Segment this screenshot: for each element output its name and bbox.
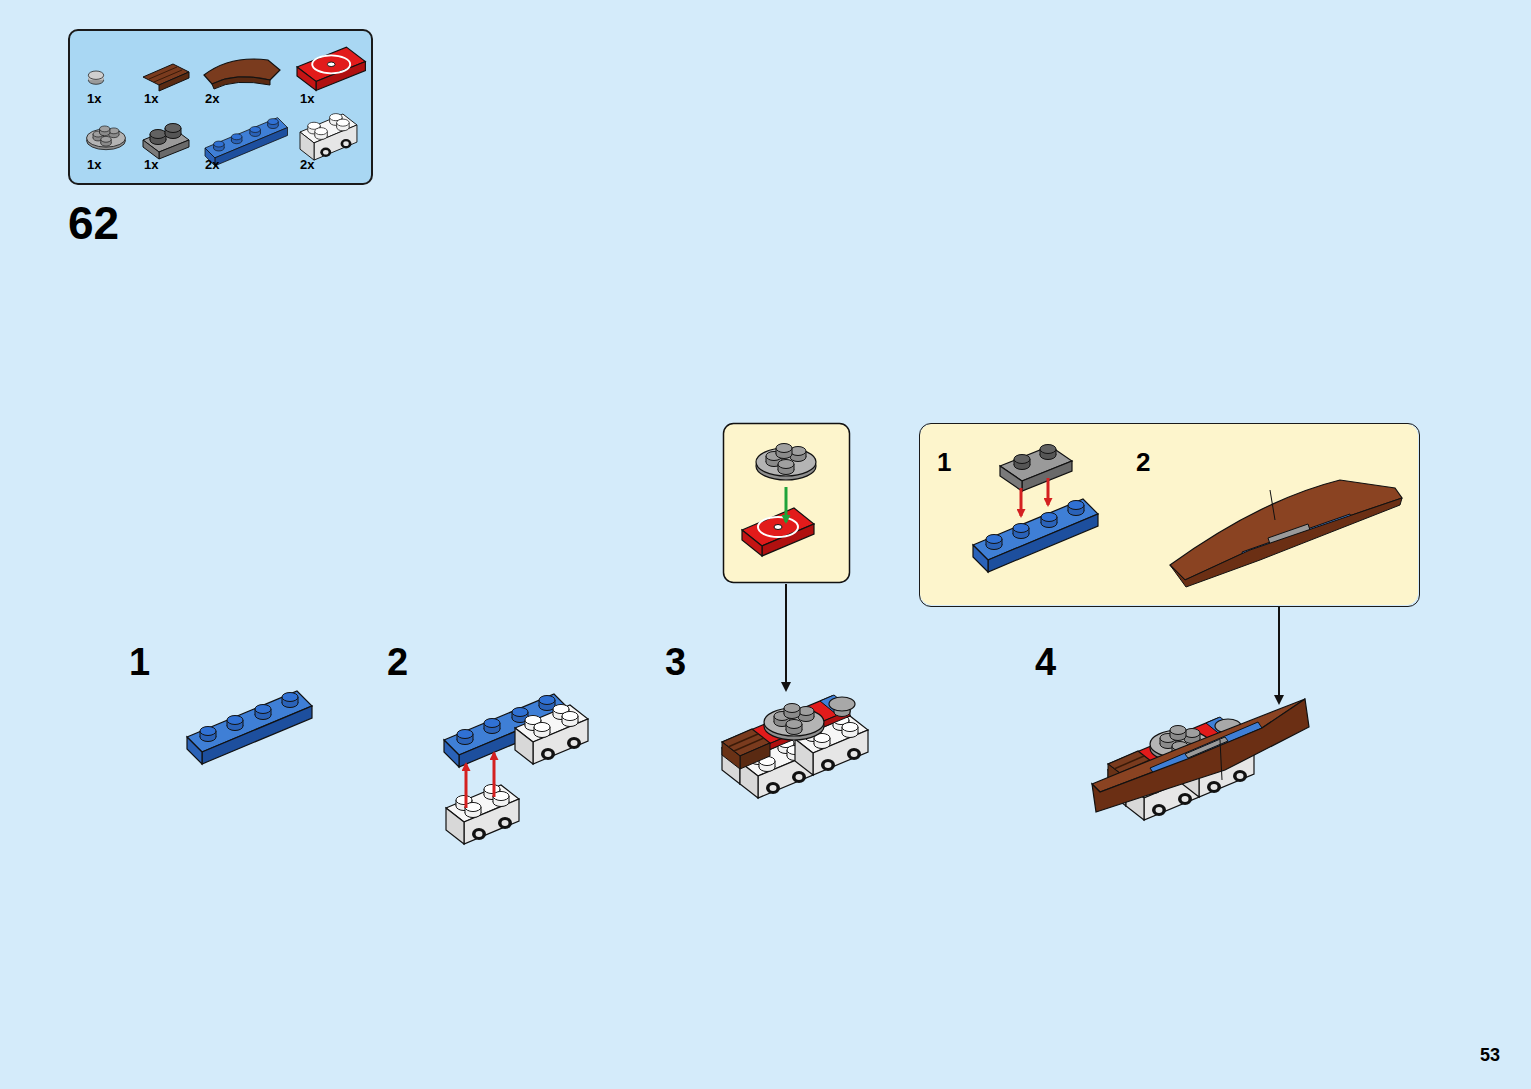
part-quantity: 1x <box>300 92 314 105</box>
substep-number: 2 <box>1136 449 1150 475</box>
substep-number: 1 <box>937 449 951 475</box>
substep-number: 1 <box>129 643 150 681</box>
part-quantity: 2x <box>205 158 219 171</box>
substep-number: 3 <box>665 643 686 681</box>
part-quantity: 1x <box>144 92 158 105</box>
page-number: 53 <box>1480 1046 1500 1064</box>
substep-number: 2 <box>387 643 408 681</box>
part-quantity: 1x <box>144 158 158 171</box>
part-quantity: 1x <box>87 158 101 171</box>
substep-number: 4 <box>1035 643 1056 681</box>
step-number: 62 <box>68 200 119 246</box>
substep-callout-box: 12 <box>919 423 1420 607</box>
part-quantity: 1x <box>87 92 101 105</box>
part-quantity: 2x <box>205 92 219 105</box>
parts-list-box: 1x 1x 2x 1x 1x 1x 2x 2x <box>68 29 373 185</box>
part-quantity: 2x <box>300 158 314 171</box>
